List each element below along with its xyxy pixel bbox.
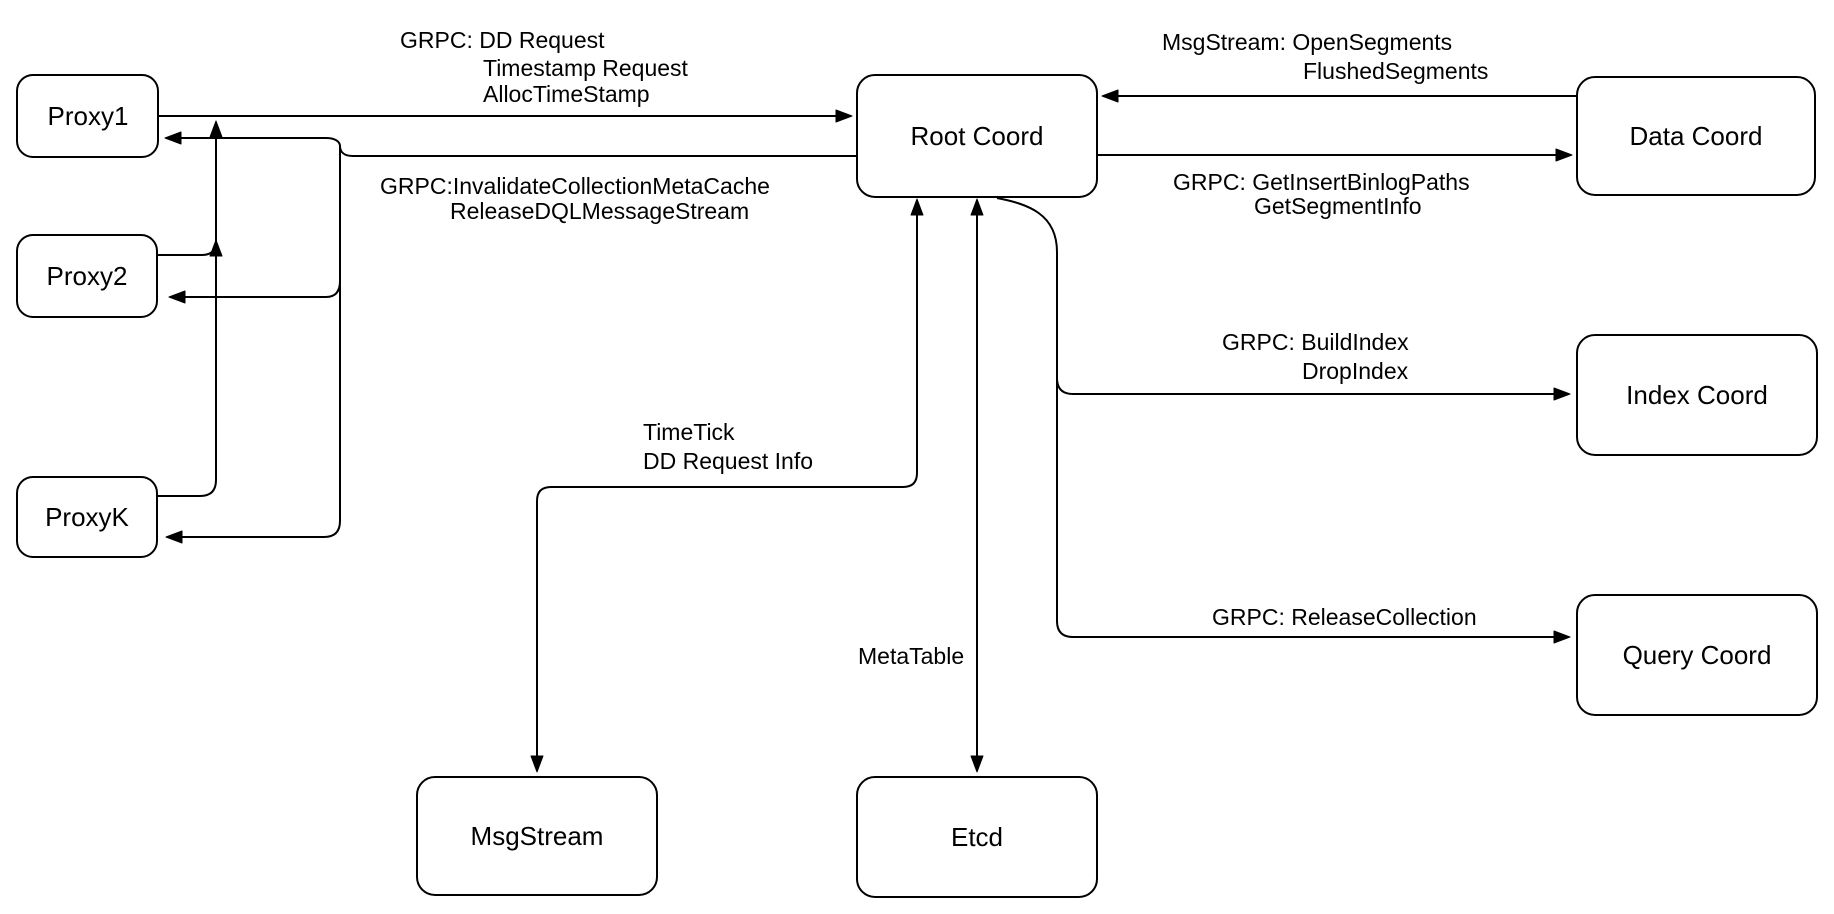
label-root-to-query: GRPC: ReleaseCollection xyxy=(1212,604,1477,630)
label-root-to-index-line2: DropIndex xyxy=(1302,358,1409,384)
node-proxy1-box xyxy=(16,74,159,158)
node-proxyk-label: ProxyK xyxy=(45,502,129,532)
label-root-to-msgstream: TimeTick DD Request Info xyxy=(643,419,813,474)
node-data-coord-box xyxy=(1576,76,1816,196)
node-data-coord: Data Coord xyxy=(1576,76,1816,196)
label-root-to-proxy-line2: ReleaseDQLMessageStream xyxy=(450,198,749,224)
node-index-coord-label: Index Coord xyxy=(1626,380,1768,410)
label-root-to-msgstream-line2: DD Request Info xyxy=(643,448,813,474)
edge-rootcoord-to-proxyk xyxy=(165,146,341,544)
label-root-to-etcd-line1: MetaTable xyxy=(858,643,964,669)
label-root-to-data-line2: GetSegmentInfo xyxy=(1254,193,1422,219)
label-root-to-msgstream-line1: TimeTick xyxy=(643,419,735,445)
label-root-to-query-line1: GRPC: ReleaseCollection xyxy=(1212,604,1477,630)
node-proxy2-label: Proxy2 xyxy=(47,261,128,291)
node-query-coord-label: Query Coord xyxy=(1623,640,1772,670)
node-proxy1: Proxy1 xyxy=(16,74,159,158)
node-etcd-label: Etcd xyxy=(951,822,1003,852)
node-proxyk-box xyxy=(16,476,158,558)
label-proxy-to-root-line3: AllocTimeStamp xyxy=(483,81,650,107)
label-data-to-root-line1: MsgStream: OpenSegments xyxy=(1162,29,1452,55)
label-proxy-to-root: GRPC: DD Request Timestamp Request Alloc… xyxy=(400,27,689,107)
label-proxy-to-root-line1: GRPC: DD Request xyxy=(400,27,605,53)
label-proxy-to-root-line2: Timestamp Request xyxy=(483,55,689,81)
node-root-coord: Root Coord xyxy=(856,74,1098,198)
label-root-to-data: GRPC: GetInsertBinlogPaths GetSegmentInf… xyxy=(1173,169,1470,219)
node-root-coord-label: Root Coord xyxy=(911,121,1044,151)
label-data-to-root-line2: FlushedSegments xyxy=(1303,58,1488,84)
label-data-to-root: MsgStream: OpenSegments FlushedSegments xyxy=(1162,29,1488,84)
label-root-to-data-line1: GRPC: GetInsertBinlogPaths xyxy=(1173,169,1470,195)
label-root-to-etcd: MetaTable xyxy=(858,643,964,669)
node-data-coord-label: Data Coord xyxy=(1630,121,1763,151)
node-index-coord-box xyxy=(1576,334,1818,456)
node-etcd: Etcd xyxy=(856,776,1098,898)
node-msgstream-label: MsgStream xyxy=(471,821,604,851)
node-index-coord: Index Coord xyxy=(1576,334,1818,456)
node-msgstream-box xyxy=(416,776,658,896)
edge-rootcoord-to-querycoord xyxy=(1056,376,1571,644)
node-msgstream: MsgStream xyxy=(416,776,658,896)
node-proxy1-label: Proxy1 xyxy=(48,101,129,131)
edge-proxy2-feeder xyxy=(158,239,223,257)
label-root-to-index-line1: GRPC: BuildIndex xyxy=(1222,329,1409,355)
edge-rootcoord-to-proxy1 xyxy=(164,131,857,157)
node-query-coord: Query Coord xyxy=(1576,594,1818,716)
edge-rootcoord-to-proxy2 xyxy=(168,280,341,304)
label-root-to-proxy: GRPC:InvalidateCollectionMetaCache Relea… xyxy=(380,173,770,224)
node-proxyk: ProxyK xyxy=(16,476,158,558)
edge-rootcoord-msgstream xyxy=(530,198,924,773)
edge-rootcoord-to-indexcoord xyxy=(996,197,1571,401)
edge-proxyk-feeder xyxy=(157,120,223,497)
node-proxy2-box xyxy=(16,234,158,318)
label-root-to-proxy-line1: GRPC:InvalidateCollectionMetaCache xyxy=(380,173,770,199)
node-proxy2: Proxy2 xyxy=(16,234,158,318)
node-root-coord-box xyxy=(856,74,1098,198)
node-etcd-box xyxy=(856,776,1098,898)
node-query-coord-box xyxy=(1576,594,1818,716)
label-root-to-index: GRPC: BuildIndex DropIndex xyxy=(1222,329,1409,384)
